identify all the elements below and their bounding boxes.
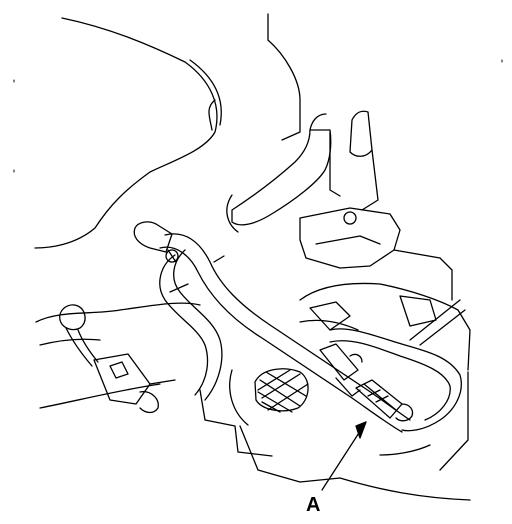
- callout-label-a: A: [306, 494, 321, 516]
- engine-block-outline: [34, 13, 301, 249]
- solenoid-valve: [59, 304, 176, 414]
- hose-fitting-upper: [133, 221, 179, 263]
- scan-marks: [13, 59, 503, 173]
- part-a-connector: [319, 343, 414, 422]
- lower-case: [35, 302, 471, 501]
- hatched-pad: [254, 368, 309, 413]
- vacuum-hose: [159, 233, 466, 456]
- upper-pipe: [231, 110, 379, 226]
- callout-a-leader: [321, 421, 367, 491]
- pump-housing: [299, 207, 471, 471]
